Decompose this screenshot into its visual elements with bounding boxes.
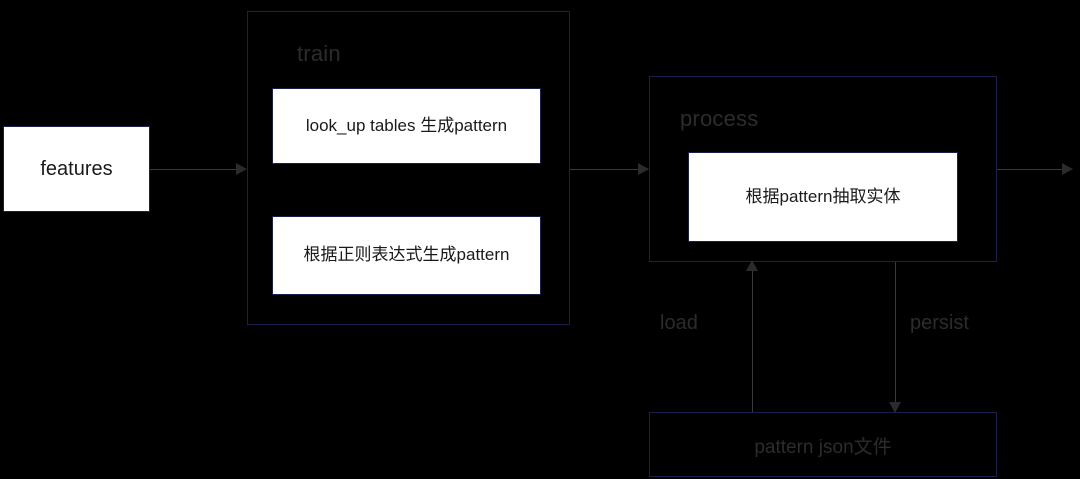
node-features-label: features bbox=[40, 157, 113, 180]
edge-train-to-process-line bbox=[570, 169, 648, 170]
node-train-step-2[interactable]: 根据正则表达式生成pattern bbox=[272, 216, 541, 295]
edge-label-load: load bbox=[660, 312, 698, 334]
edge-features-to-train-line bbox=[150, 169, 245, 170]
edge-process-to-file-arrowhead bbox=[889, 402, 901, 413]
node-train-step-2-label: 根据正则表达式生成pattern bbox=[303, 245, 510, 265]
edge-label-persist: persist bbox=[910, 312, 969, 334]
group-process[interactable]: process bbox=[649, 76, 997, 262]
node-process-step-1-label: 根据pattern抽取实体 bbox=[745, 186, 901, 206]
edge-process-to-file-line bbox=[895, 262, 896, 407]
edge-train-to-process-arrowhead bbox=[638, 163, 649, 175]
edge-process-to-output-line bbox=[997, 169, 1067, 170]
group-train-label: train bbox=[297, 41, 341, 66]
group-train[interactable]: train bbox=[247, 11, 570, 325]
node-process-step-1[interactable]: 根据pattern抽取实体 bbox=[688, 152, 958, 242]
group-process-label: process bbox=[680, 106, 759, 131]
node-pattern-file-label: pattern json文件 bbox=[754, 437, 892, 458]
edge-process-to-output-arrowhead bbox=[1062, 163, 1073, 175]
node-train-step-1-label: look_up tables 生成pattern bbox=[305, 115, 508, 135]
node-train-step-1[interactable]: look_up tables 生成pattern bbox=[272, 88, 541, 164]
edge-file-to-process-line bbox=[752, 262, 753, 412]
node-features[interactable]: features bbox=[3, 126, 150, 212]
edge-features-to-train-arrowhead bbox=[236, 163, 247, 175]
edge-file-to-process-arrowhead bbox=[746, 260, 758, 271]
node-pattern-file[interactable]: pattern json文件 bbox=[649, 412, 997, 477]
